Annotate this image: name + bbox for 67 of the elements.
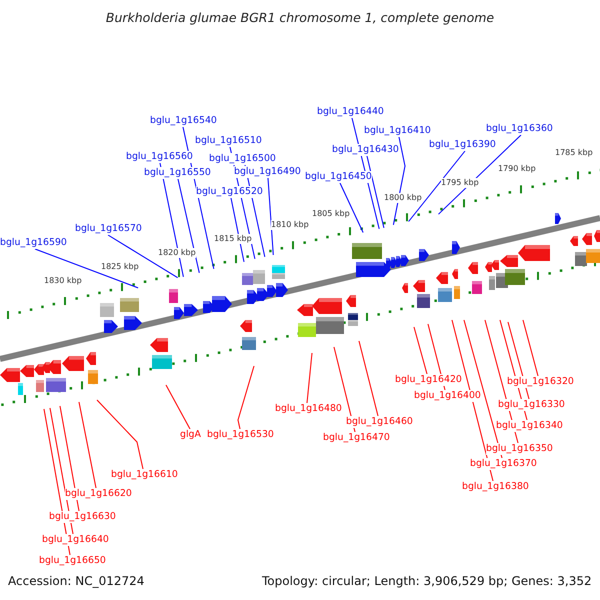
leader-line <box>166 384 190 430</box>
gene-label: glgA <box>180 429 201 441</box>
leader-line <box>464 320 502 458</box>
gene-label: bglu_1g16330 <box>498 399 565 411</box>
gene-label: bglu_1g16360 <box>486 123 553 135</box>
gene-label: bglu_1g16450 <box>305 171 372 183</box>
gene-label: bglu_1g16590 <box>0 237 67 249</box>
gene-label: bglu_1g16490 <box>234 166 301 178</box>
gene-label: bglu_1g16340 <box>496 420 563 432</box>
leader-line <box>366 156 384 228</box>
leader-line <box>392 136 406 226</box>
leader-line <box>178 178 200 274</box>
leader-line <box>452 320 494 482</box>
leader-line <box>522 320 538 376</box>
leader-line <box>268 178 274 256</box>
scale-label: 1800 kbp <box>384 193 422 203</box>
gene-label: bglu_1g16400 <box>414 390 481 402</box>
scale-label: 1805 kbp <box>312 209 350 219</box>
scale-label: 1795 kbp <box>441 178 479 188</box>
gene-label: bglu_1g16640 <box>42 534 109 546</box>
gene-label: bglu_1g16510 <box>195 135 262 147</box>
leader-line <box>237 366 254 430</box>
gene-label: bglu_1g16530 <box>207 429 274 441</box>
gene-label: bglu_1g16650 <box>39 555 106 567</box>
title: Burkholderia glumae BGR1 chromosome 1, complete genome <box>104 10 496 26</box>
footer-text: Accession: NC_012724 <box>8 574 144 589</box>
gene-label: bglu_1g16410 <box>364 125 431 137</box>
gene-label: bglu_1g16610 <box>111 469 178 481</box>
leader-line <box>96 400 144 470</box>
scale-label: 1820 kbp <box>158 248 196 258</box>
scale-label: 1790 kbp <box>498 164 536 174</box>
gene-label: bglu_1g16320 <box>507 376 574 388</box>
footer-text: Topology: circular; Length: 3,906,529 bp; Genes: 3,352 <box>262 574 592 589</box>
gene-label: bglu_1g16350 <box>486 443 553 455</box>
scale-label: 1810 kbp <box>271 220 309 230</box>
gene-label: bglu_1g16550 <box>144 167 211 179</box>
leader-line <box>34 248 139 288</box>
leader-line <box>358 340 378 416</box>
gene-label: bglu_1g16540 <box>150 115 217 127</box>
gene-label: bglu_1g16420 <box>395 374 462 386</box>
gene-label: bglu_1g16620 <box>65 488 132 500</box>
gene-label: bglu_1g16390 <box>429 139 496 151</box>
leader-line <box>50 408 74 534</box>
leader-line <box>108 234 178 278</box>
gene-label: bglu_1g16560 <box>126 151 193 163</box>
leader-line <box>78 402 96 488</box>
gene-label: bglu_1g16570 <box>75 223 142 235</box>
gene-label: bglu_1g16380 <box>462 481 529 493</box>
gene-label: bglu_1g16520 <box>196 186 263 198</box>
leader-line <box>340 182 364 233</box>
scale-label: 1825 kbp <box>101 262 139 272</box>
scale-label: 1785 kbp <box>555 148 593 158</box>
leader-line <box>306 352 312 404</box>
gene-label: bglu_1g16430 <box>332 144 399 156</box>
gene-label: bglu_1g16500 <box>209 153 276 165</box>
gene-label: bglu_1g16460 <box>346 416 413 428</box>
scale-label: 1830 kbp <box>44 276 82 286</box>
gene-label: bglu_1g16440 <box>317 106 384 118</box>
leader-line <box>408 150 466 222</box>
leader-line <box>60 406 80 512</box>
gene-label: bglu_1g16470 <box>323 432 390 444</box>
gene-label: bglu_1g16630 <box>49 511 116 523</box>
gene-label: bglu_1g16480 <box>275 403 342 415</box>
scale-label: 1815 kbp <box>214 234 252 244</box>
leader-line <box>414 326 428 374</box>
leader-line <box>438 134 522 215</box>
gene-label: bglu_1g16370 <box>470 458 537 470</box>
